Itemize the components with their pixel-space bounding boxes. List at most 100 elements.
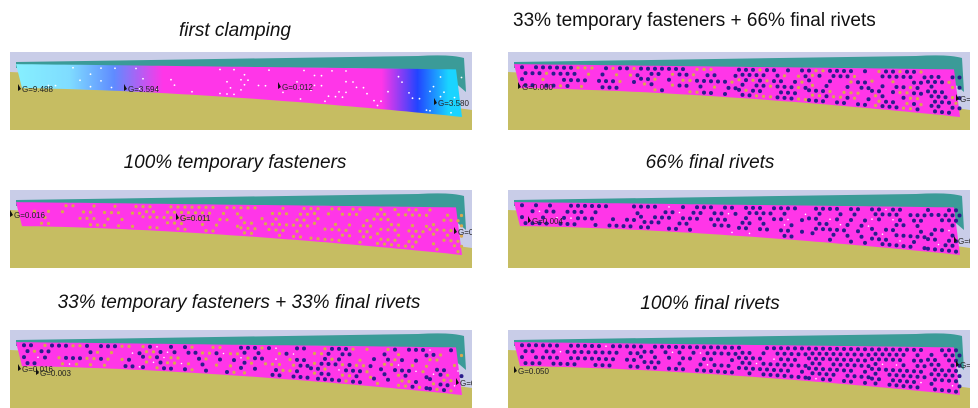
fastener-dot [859,352,864,357]
fastener-dot [130,211,135,215]
fastener-dot [870,376,874,381]
fastener-dot [396,353,401,357]
fastener-dot [751,88,755,93]
fastener-dot [863,380,867,385]
fastener-dot [817,221,822,226]
fastener-dot [737,87,741,92]
fastener-dot [263,362,268,366]
fastener-dot [849,80,853,84]
fastener-dot [144,350,149,354]
fastener-dot [933,227,937,232]
fastener-dot [877,207,881,212]
fastener-dot [901,95,906,100]
fastener-dot [919,80,923,85]
gap-marker [18,84,21,91]
gap-value-label: G=0.1 [960,95,970,104]
fastener-dot [842,347,846,351]
gap-marker [956,94,959,101]
fastener-dot [379,207,383,212]
fastener-dot [242,360,247,365]
fastener-dot [957,75,962,80]
fastener-dot [933,237,937,242]
fastener-dot [898,378,902,383]
fastener-pattern [520,203,962,254]
fastener-dot [211,205,215,209]
fastener-dot [351,379,355,384]
fastener-dot [366,92,368,95]
gap-value-label: G=0.153 [460,379,472,388]
fastener-dot [288,369,292,373]
fastener-dot [520,77,524,82]
fastener-dot [831,74,836,78]
fastener-dot [393,368,397,373]
fastener-dot [849,207,853,212]
fastener-dot [618,79,622,84]
fastener-dot [940,80,944,85]
fastener-dot [667,355,671,360]
fastener-dot [761,83,766,88]
fastener-dot [744,366,748,371]
fastener-dot [929,352,934,357]
gap-marker [10,210,13,217]
fastener-dot [642,82,647,86]
fastener-dot [123,364,128,369]
fastener-dot [358,369,362,374]
fastener-dot [646,225,650,230]
fastener-dot [393,347,397,352]
fastener-dot [81,210,86,214]
fastener-dot [775,362,780,367]
fastener-dot [400,379,404,383]
fastener-dot [354,363,359,367]
fastener-dot [891,69,895,74]
fastener-dot [758,68,762,72]
fastener-dot [747,211,752,215]
fastener-dot [839,223,842,226]
fastener-dot [396,243,401,247]
fastener-dot [866,364,871,369]
fastener-dot [688,90,692,94]
fastener-dot [407,368,411,373]
fastener-dot [569,203,573,208]
fastener-dot [859,223,864,228]
fastener-dot [337,207,341,211]
fastener-dot [702,345,706,350]
fastener-dot [544,209,549,214]
fastener-dot [779,346,783,351]
fastener-dot [635,211,640,216]
fastener-dot [351,347,355,351]
fastener-dot [382,362,387,366]
fastener-dot [653,365,657,370]
fastener-dot [870,357,874,362]
fastener-dot [954,389,958,394]
fastener-dot [424,224,429,228]
fastener-dot [948,229,950,232]
fastener-dot [79,79,81,82]
fastener-dot [530,349,535,354]
fastener-dot [614,350,619,355]
fastener-dot [380,100,382,103]
fastener-dot [144,360,149,364]
fastener-dot [296,81,298,83]
fastener-dot [47,84,50,87]
fastener-dot [905,69,909,74]
fastener-dot [954,348,958,353]
fastener-dot [803,74,808,79]
fastener-dot [688,345,692,350]
fastener-dot [204,368,208,373]
fastener-dot [389,243,394,247]
fastener-dot [410,245,415,249]
fastener-dot [625,66,629,71]
fastener-dot [845,233,850,238]
fastener-dot [838,352,843,357]
fastener-dot [920,381,922,384]
fastener-dot [432,85,435,88]
panel-title-first-clamping: first clamping [179,20,291,41]
fastener-dot [773,358,775,360]
fastener-dot [737,365,741,370]
fastener-dot [148,215,152,219]
fastener-dot [940,388,944,393]
fastener-dot [130,364,135,369]
fastener-dot [775,95,780,100]
